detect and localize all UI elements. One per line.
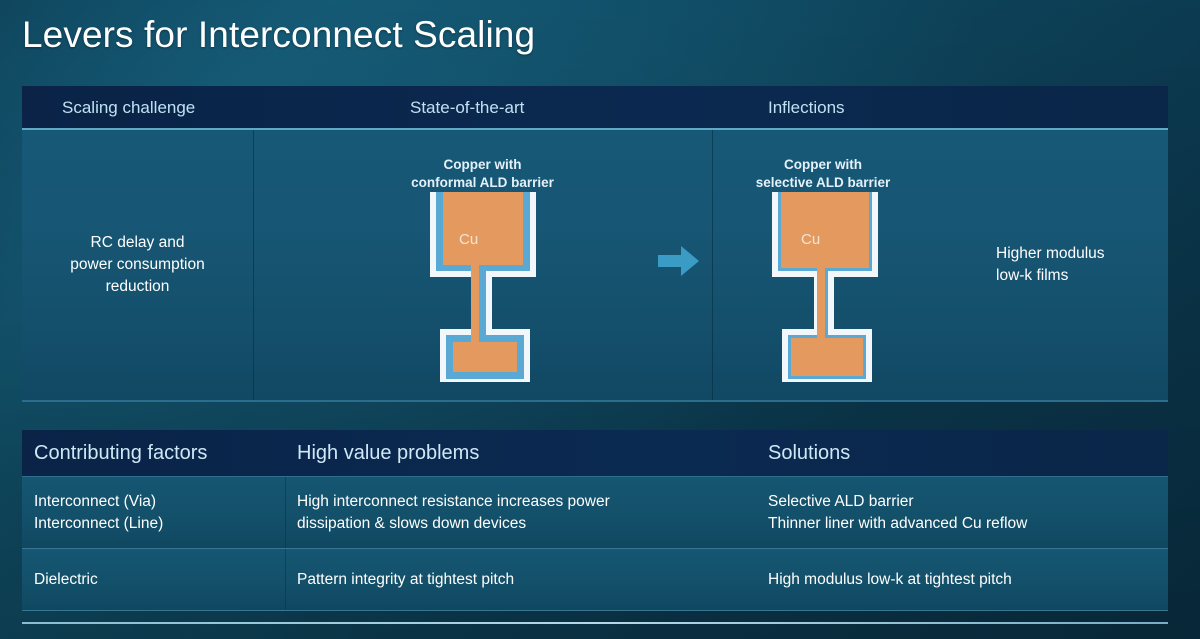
bottom-divider-rule bbox=[22, 622, 1168, 624]
cell-high-value-problem: Pattern integrity at tightest pitch bbox=[297, 570, 515, 588]
top-panel: Scaling challenge State-of-the-art Infle… bbox=[22, 86, 1168, 404]
table-row: Interconnect (Via) Interconnect (Line) H… bbox=[22, 477, 1168, 549]
cell-high-value-problem: High interconnect resistance increases p… bbox=[297, 492, 610, 532]
copper-label-conformal: Cu bbox=[459, 231, 478, 248]
transition-arrow bbox=[658, 244, 700, 283]
bottom-table: Contributing factors High value problems… bbox=[22, 430, 1168, 611]
cell-contributing-factor: Dielectric bbox=[34, 570, 98, 588]
page-title: Levers for Interconnect Scaling bbox=[22, 14, 536, 55]
inflections-text: Higher modulus low-k films bbox=[996, 245, 1105, 284]
row-divider-vertical bbox=[285, 549, 286, 610]
diagram-conformal-barrier: Copper with conformal ALD barrier Cu bbox=[253, 130, 712, 400]
cell-contributing-factor: Interconnect (Via) Interconnect (Line) bbox=[34, 492, 164, 532]
table-header-high-value-problems: High value problems bbox=[297, 442, 480, 464]
row-divider-vertical bbox=[285, 477, 286, 548]
conformal-barrier-illustration: Cu bbox=[429, 192, 536, 382]
column-header-state-of-the-art: State-of-the-art bbox=[410, 98, 525, 117]
diagram-selective-barrier: Copper with selective ALD barrier Cu bbox=[712, 130, 934, 400]
bottom-table-header-row: Contributing factors High value problems… bbox=[22, 430, 1168, 477]
column-divider-1 bbox=[253, 130, 254, 400]
column-divider-2 bbox=[712, 130, 713, 400]
top-panel-header-row: Scaling challenge State-of-the-art Infle… bbox=[22, 86, 1168, 130]
cell-solution: Selective ALD barrier Thinner liner with… bbox=[768, 492, 1028, 532]
copper-label-selective: Cu bbox=[801, 231, 820, 248]
selective-barrier-illustration: Cu bbox=[772, 192, 878, 382]
table-row: Dielectric Pattern integrity at tightest… bbox=[22, 549, 1168, 611]
column-header-inflections: Inflections bbox=[768, 98, 845, 117]
diagram-caption-selective: Copper with selective ALD barrier bbox=[755, 157, 891, 191]
top-panel-body: RC delay and power consumption reduction… bbox=[22, 130, 1168, 402]
table-header-contributing-factors: Contributing factors bbox=[34, 442, 208, 464]
table-header-solutions: Solutions bbox=[768, 442, 851, 464]
cell-solution: High modulus low-k at tightest pitch bbox=[768, 570, 1012, 588]
right-arrow-icon bbox=[658, 246, 699, 276]
column-header-scaling-challenge: Scaling challenge bbox=[62, 98, 196, 117]
scaling-challenge-text: RC delay and power consumption reduction bbox=[70, 234, 205, 295]
diagram-caption-conformal: Copper with conformal ALD barrier bbox=[411, 157, 554, 191]
